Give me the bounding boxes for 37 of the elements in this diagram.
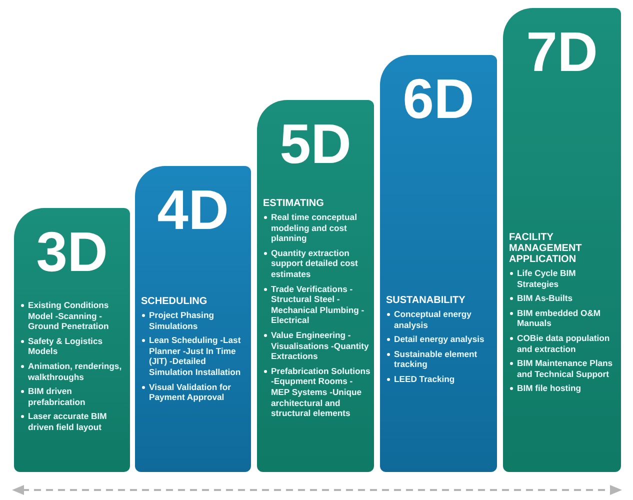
stage-heading: ESTIMATING: [263, 198, 325, 209]
bullet-text: Value Engineering -Visualisations -Quantity Extractions: [271, 330, 369, 362]
bullet-text: BIM As-Builts: [517, 293, 573, 304]
stage-heading: SUSTANABILITY: [386, 295, 466, 306]
stage-heading: FACILITY MANAGEMENT APPLICATION: [509, 232, 583, 265]
stage-heading: SCHEDULING: [141, 296, 208, 307]
bullet-text: Sustainable element tracking: [394, 348, 478, 370]
bullet-text: Project Phasing Simulations: [149, 310, 214, 331]
bullet-text: Existing Conditions Model -Scanning -Ground Penetration: [28, 300, 109, 332]
bullet-text: Animation, renderings, walkthroughs: [28, 360, 122, 382]
bullet-text: Safety & Logistics Models: [28, 336, 102, 356]
stage-column: [503, 8, 621, 472]
bullet-text: Laser accurate BIM driven field layout: [28, 411, 107, 432]
bullet-text: Prefabrication Solutions -Equpment Rooms -MEP Systems -Unique architectural and structural elements: [271, 366, 370, 418]
stage-column: [14, 208, 130, 472]
bullet-text: Detail energy analysis: [394, 334, 484, 344]
bullet-text: Lean Scheduling -Last Planner -Just In Time (JIT) -Detailed Simulation Installation: [149, 335, 241, 377]
bullet-text: Trade Verifications -Structural Steel -Mechanical Plumbing -Electrical: [271, 284, 364, 326]
stage-title: 7D: [525, 22, 599, 82]
bullet-text: BIM embedded O&M Manuals: [517, 308, 601, 328]
stage-column: [380, 55, 497, 472]
stage-title: 6D: [402, 69, 476, 129]
bullet-text: Life Cycle BIM Strategies: [517, 268, 576, 289]
stage-title: 4D: [156, 180, 230, 240]
bullet-text: Conceptual energy analysis: [394, 309, 472, 330]
stage-column: [257, 100, 374, 472]
bullet-text: Visual Validation for Payment Approval: [149, 382, 231, 402]
bullet-text: BIM driven prefabrication: [28, 386, 86, 407]
stage-title: 5D: [278, 114, 352, 174]
bullet-text: Real time conceptual modeling and cost planning: [271, 212, 357, 244]
bullet-text: COBie data population and extraction: [517, 332, 610, 354]
bullet-text: BIM Maintenance Plans and Technical Support: [517, 358, 613, 379]
bullet-text: LEED Tracking: [394, 374, 455, 384]
bullet-text: Quantity extraction support detailed cost estimates: [271, 248, 358, 279]
stage-column: [135, 166, 251, 472]
stage-title: 3D: [35, 222, 109, 282]
bullet-text: BIM file hosting: [517, 383, 581, 394]
